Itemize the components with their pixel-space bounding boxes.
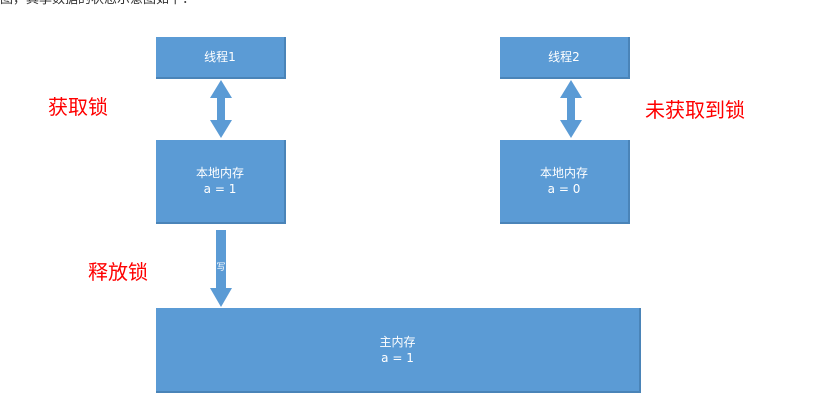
release-lock-label: 释放锁 (88, 260, 148, 284)
local-memory-2-title: 本地内存 (539, 166, 588, 180)
not-acquire-lock-label: 未获取到锁 (645, 98, 745, 122)
main-memory-box: 主内存 a = 1 (156, 308, 641, 393)
local-memory-1-value: a = 1 (203, 182, 237, 196)
double-arrow-thread2 (560, 80, 582, 138)
local-memory-1-title: 本地内存 (195, 166, 244, 180)
thread2-box: 线程2 (500, 37, 630, 79)
intro-text: 图，其享数据的状态示意图如下： (0, 0, 195, 9)
write-label: 写 (216, 263, 226, 273)
main-memory-title: 主内存 (379, 334, 416, 349)
double-arrow-thread1 (210, 80, 232, 138)
write-arrow (210, 230, 232, 307)
thread2-title: 线程2 (548, 50, 580, 64)
local-memory-2-box: 本地内存 a = 0 (500, 140, 630, 224)
local-memory-1-box: 本地内存 a = 1 (156, 140, 286, 224)
acquire-lock-label: 获取锁 (48, 95, 108, 119)
main-memory-value: a = 1 (381, 350, 414, 365)
local-memory-2-value: a = 0 (547, 182, 581, 196)
thread1-box: 线程1 (156, 37, 286, 79)
thread1-title: 线程1 (204, 50, 236, 64)
